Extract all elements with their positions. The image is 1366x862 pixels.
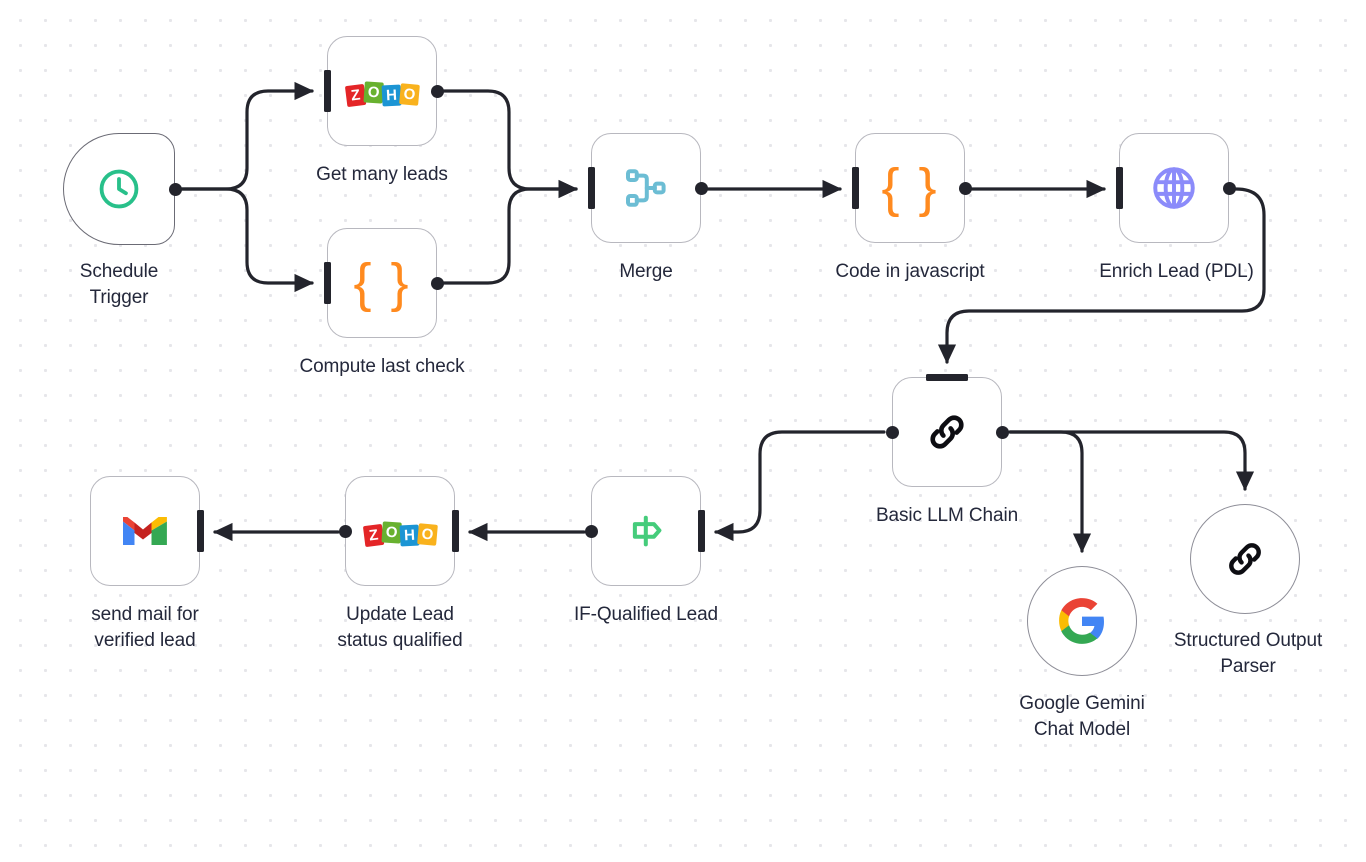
caption-merge: Merge bbox=[619, 261, 673, 282]
chain-link-icon bbox=[930, 415, 964, 449]
port-in-top-basic-llm-chain[interactable] bbox=[926, 373, 968, 381]
caption-schedule-trigger: Schedule Trigger bbox=[79, 261, 159, 308]
merge-branch-icon bbox=[626, 169, 666, 207]
wire-basicllmchain-to-googlegemini bbox=[1008, 430, 1092, 553]
node-schedule-trigger[interactable] bbox=[63, 133, 182, 245]
node-google-gemini-chat-model[interactable] bbox=[1027, 566, 1137, 676]
port-out-left-basic-llm-chain[interactable] bbox=[885, 425, 899, 439]
clock-icon bbox=[99, 169, 139, 209]
wire-schedule-to-computelastcheck bbox=[180, 187, 314, 293]
zoho-logo-icon: Z O H O bbox=[362, 517, 438, 548]
node-structured-output-parser[interactable] bbox=[1190, 504, 1300, 614]
port-out-code-in-javascript[interactable] bbox=[958, 181, 972, 195]
globe-icon bbox=[1153, 167, 1195, 209]
gmail-icon bbox=[123, 517, 167, 545]
node-update-lead-status-qualified[interactable]: Z O H O bbox=[338, 476, 459, 586]
zoho-letter-z: Z bbox=[344, 83, 366, 108]
port-in-enrich-lead-pdl[interactable] bbox=[1115, 167, 1123, 209]
port-in-if-qualified-lead[interactable] bbox=[697, 510, 705, 552]
port-out-get-many-leads[interactable] bbox=[430, 84, 444, 98]
zoho-letter-h: H bbox=[399, 524, 420, 547]
zoho-letter-o2: O bbox=[398, 83, 420, 106]
zoho-letter-o2: O bbox=[416, 523, 438, 546]
port-in-send-mail-for-verified-lead[interactable] bbox=[196, 510, 204, 552]
port-out-right-basic-llm-chain[interactable] bbox=[995, 425, 1009, 439]
port-in-update-lead-status-qualified[interactable] bbox=[451, 510, 459, 552]
port-in-get-many-leads[interactable] bbox=[323, 70, 331, 112]
signpost-filter-icon bbox=[632, 515, 662, 547]
caption-google-gemini-chat-model: Google Gemini Chat Model bbox=[1019, 693, 1145, 740]
port-out-schedule-trigger[interactable] bbox=[169, 182, 182, 196]
node-compute-last-check[interactable]: { } bbox=[323, 228, 444, 338]
port-out-enrich-lead-pdl[interactable] bbox=[1222, 181, 1236, 195]
caption-enrich-lead-pdl: Enrich Lead (PDL) bbox=[1099, 261, 1254, 282]
caption-basic-llm-chain: Basic LLM Chain bbox=[875, 505, 1019, 526]
wire-basicllmchain-to-structuredoutputparser bbox=[1008, 430, 1255, 491]
port-in-merge[interactable] bbox=[587, 167, 595, 209]
google-g-icon bbox=[1059, 598, 1104, 644]
caption-update-lead-status-qualified: Update Lead status qualified bbox=[337, 604, 463, 651]
node-send-mail-for-verified-lead[interactable] bbox=[90, 476, 204, 586]
wire-computelastcheck-to-merge bbox=[442, 179, 578, 285]
node-merge[interactable] bbox=[587, 133, 708, 243]
caption-get-many-leads: Get many leads bbox=[316, 164, 448, 185]
port-out-merge[interactable] bbox=[694, 181, 708, 195]
caption-compute-last-check: Compute last check bbox=[299, 356, 465, 377]
port-out-update-lead-status-qualified[interactable] bbox=[338, 524, 352, 538]
zoho-letter-o1: O bbox=[362, 81, 384, 104]
node-if-qualified-lead[interactable] bbox=[584, 476, 705, 586]
node-code-in-javascript[interactable]: { } bbox=[851, 133, 972, 243]
node-enrich-lead-pdl[interactable] bbox=[1115, 133, 1236, 243]
node-get-many-leads[interactable]: Z O H O bbox=[323, 36, 444, 146]
code-braces-icon: { } bbox=[353, 253, 411, 313]
caption-structured-output-parser: Structured Output Parser bbox=[1173, 630, 1323, 677]
caption-send-mail-for-verified-lead: send mail for verified lead bbox=[91, 604, 199, 651]
node-basic-llm-chain[interactable] bbox=[885, 373, 1009, 487]
port-out-compute-last-check[interactable] bbox=[430, 276, 444, 290]
port-in-code-in-javascript[interactable] bbox=[851, 167, 859, 209]
port-out-if-qualified-lead[interactable] bbox=[584, 524, 598, 538]
zoho-letter-o1: O bbox=[380, 521, 402, 544]
caption-if-qualified-lead: IF-Qualified Lead bbox=[573, 604, 719, 625]
zoho-letter-h: H bbox=[381, 84, 402, 107]
code-braces-icon: { } bbox=[881, 158, 939, 218]
chain-link-icon bbox=[1229, 543, 1261, 575]
zoho-logo-icon: Z O H O bbox=[344, 77, 420, 108]
zoho-letter-z: Z bbox=[362, 523, 384, 548]
caption-code-in-javascript: Code in javascript bbox=[835, 261, 985, 282]
port-in-compute-last-check[interactable] bbox=[323, 262, 331, 304]
